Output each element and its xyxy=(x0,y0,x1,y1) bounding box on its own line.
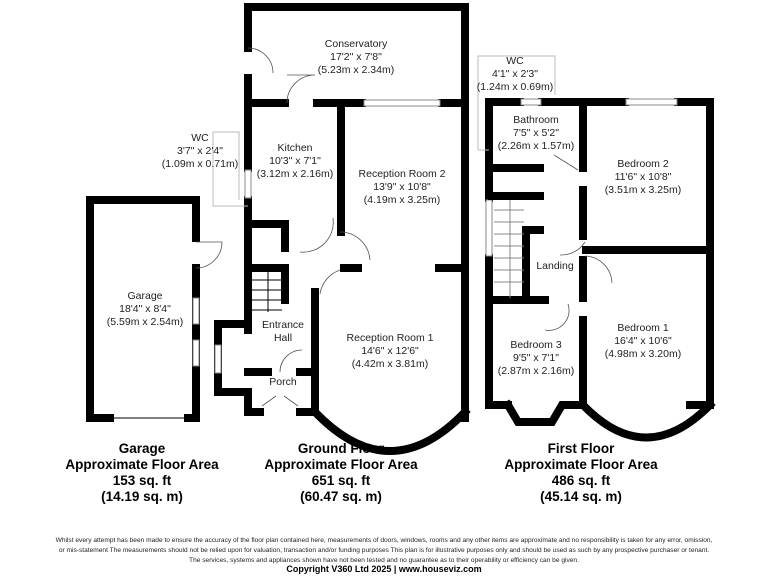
room-entrance-hall: Entrance Hall xyxy=(262,319,304,344)
room-dims-imperial: 14'6" x 12'6" xyxy=(361,345,419,357)
area-summary-ground-floor: Ground Floor Approximate Floor Area 651 … xyxy=(241,441,441,505)
room-dims-imperial: 13'9" x 10'8" xyxy=(373,181,431,193)
room-bedroom-1: Bedroom 1 16'4" x 10'6" (4.98m x 3.20m) xyxy=(605,322,681,360)
room-name: Bathroom xyxy=(513,114,559,126)
room-landing: Landing xyxy=(536,260,574,272)
floor-name: Garage xyxy=(118,441,166,456)
room-name: Garage xyxy=(127,290,162,302)
room-dims-imperial: 17'2" x 7'8" xyxy=(330,51,382,63)
room-dims-imperial: 3'7" x 2'4" xyxy=(177,145,223,157)
area-sqm: (45.14 sq. m) xyxy=(540,489,622,504)
room-dims-metric: (4.19m x 3.25m) xyxy=(364,194,440,206)
room-reception-2: Reception Room 2 13'9" x 10'8" (4.19m x … xyxy=(359,168,446,206)
room-name: Bedroom 3 xyxy=(510,339,562,351)
room-dims-metric: (5.59m x 2.54m) xyxy=(107,316,183,328)
first-floor-plan xyxy=(477,55,716,442)
room-dims-imperial: 11'6" x 10'8" xyxy=(615,171,672,183)
area-sqft: 486 sq. ft xyxy=(551,473,611,488)
area-sqm: (14.19 sq. m) xyxy=(101,489,183,504)
room-dims-metric: (5.23m x 2.34m) xyxy=(318,64,394,76)
room-name: WC xyxy=(191,132,209,144)
copyright: Copyright V360 Ltd 2025 | www.houseviz.c… xyxy=(286,564,482,574)
area-label: Approximate Floor Area xyxy=(65,457,219,472)
area-sqft: 651 sq. ft xyxy=(311,473,371,488)
room-name: WC xyxy=(506,55,524,67)
room-garage: Garage 18'4" x 8'4" (5.59m x 2.54m) xyxy=(107,290,183,328)
room-dims-metric: (2.87m x 2.16m) xyxy=(498,365,574,377)
room-dims-metric: (1.24m x 0.69m) xyxy=(477,81,553,93)
room-dims-imperial: 9'5" x 7'1" xyxy=(513,352,559,364)
room-dims-imperial: 7'5" x 5'2" xyxy=(513,127,559,139)
disclaimer-line: Whilst every attempt has been made to en… xyxy=(55,537,713,544)
room-dims-imperial: 4'1" x 2'3" xyxy=(492,68,538,80)
disclaimer-line: The services, systems and appliances sho… xyxy=(189,557,579,564)
disclaimer-line: or mis-statement The measurements should… xyxy=(58,547,710,554)
room-name-2: Hall xyxy=(274,332,292,344)
floor-name: Ground Floor xyxy=(297,441,385,456)
room-name: Reception Room 2 xyxy=(359,168,446,180)
ground-floor-plan xyxy=(212,3,471,455)
room-name: Entrance xyxy=(262,319,304,331)
room-name: Reception Room 1 xyxy=(347,332,434,344)
room-bedroom-3: Bedroom 3 9'5" x 7'1" (2.87m x 2.16m) xyxy=(498,339,574,377)
area-label: Approximate Floor Area xyxy=(504,457,658,472)
area-label: Approximate Floor Area xyxy=(264,457,418,472)
room-dims-metric: (3.12m x 2.16m) xyxy=(257,168,333,180)
room-name: Kitchen xyxy=(277,142,312,154)
room-conservatory: Conservatory 17'2" x 7'8" (5.23m x 2.34m… xyxy=(318,38,394,76)
room-dims-imperial: 16'4" x 10'6" xyxy=(614,335,672,347)
room-dims-metric: (1.09m x 0.71m) xyxy=(162,158,238,170)
room-name: Bedroom 2 xyxy=(617,158,669,170)
room-bedroom-2: Bedroom 2 11'6" x 10'8" (3.51m x 3.25m) xyxy=(605,158,681,196)
room-dims-metric: (4.98m x 3.20m) xyxy=(605,348,681,360)
room-dims-imperial: 10'3" x 7'1" xyxy=(269,155,321,167)
room-dims-metric: (3.51m x 3.25m) xyxy=(605,184,681,196)
room-dims-metric: (2.26m x 1.57m) xyxy=(498,140,574,152)
room-name: Conservatory xyxy=(325,38,388,50)
area-summary-garage: Garage Approximate Floor Area 153 sq. ft… xyxy=(42,441,242,505)
room-bathroom: Bathroom 7'5" x 5'2" (2.26m x 1.57m) xyxy=(498,114,574,152)
floor-name: First Floor xyxy=(547,441,615,456)
room-reception-1: Reception Room 1 14'6" x 12'6" (4.42m x … xyxy=(347,332,434,370)
room-wc-first: WC 4'1" x 2'3" (1.24m x 0.69m) xyxy=(477,55,553,93)
room-dims-imperial: 18'4" x 8'4" xyxy=(119,303,171,315)
room-dims-metric: (4.42m x 3.81m) xyxy=(352,358,428,370)
area-summary-first-floor: First Floor Approximate Floor Area 486 s… xyxy=(481,441,681,505)
area-sqm: (60.47 sq. m) xyxy=(300,489,382,504)
room-kitchen: Kitchen 10'3" x 7'1" (3.12m x 2.16m) xyxy=(257,142,333,180)
area-sqft: 153 sq. ft xyxy=(112,473,172,488)
room-porch: Porch xyxy=(269,376,297,388)
garage-plan xyxy=(86,196,223,422)
disclaimer: Whilst every attempt has been made to en… xyxy=(0,536,768,566)
room-name: Bedroom 1 xyxy=(617,322,669,334)
room-wc-ground: WC 3'7" x 2'4" (1.09m x 0.71m) xyxy=(162,132,238,170)
